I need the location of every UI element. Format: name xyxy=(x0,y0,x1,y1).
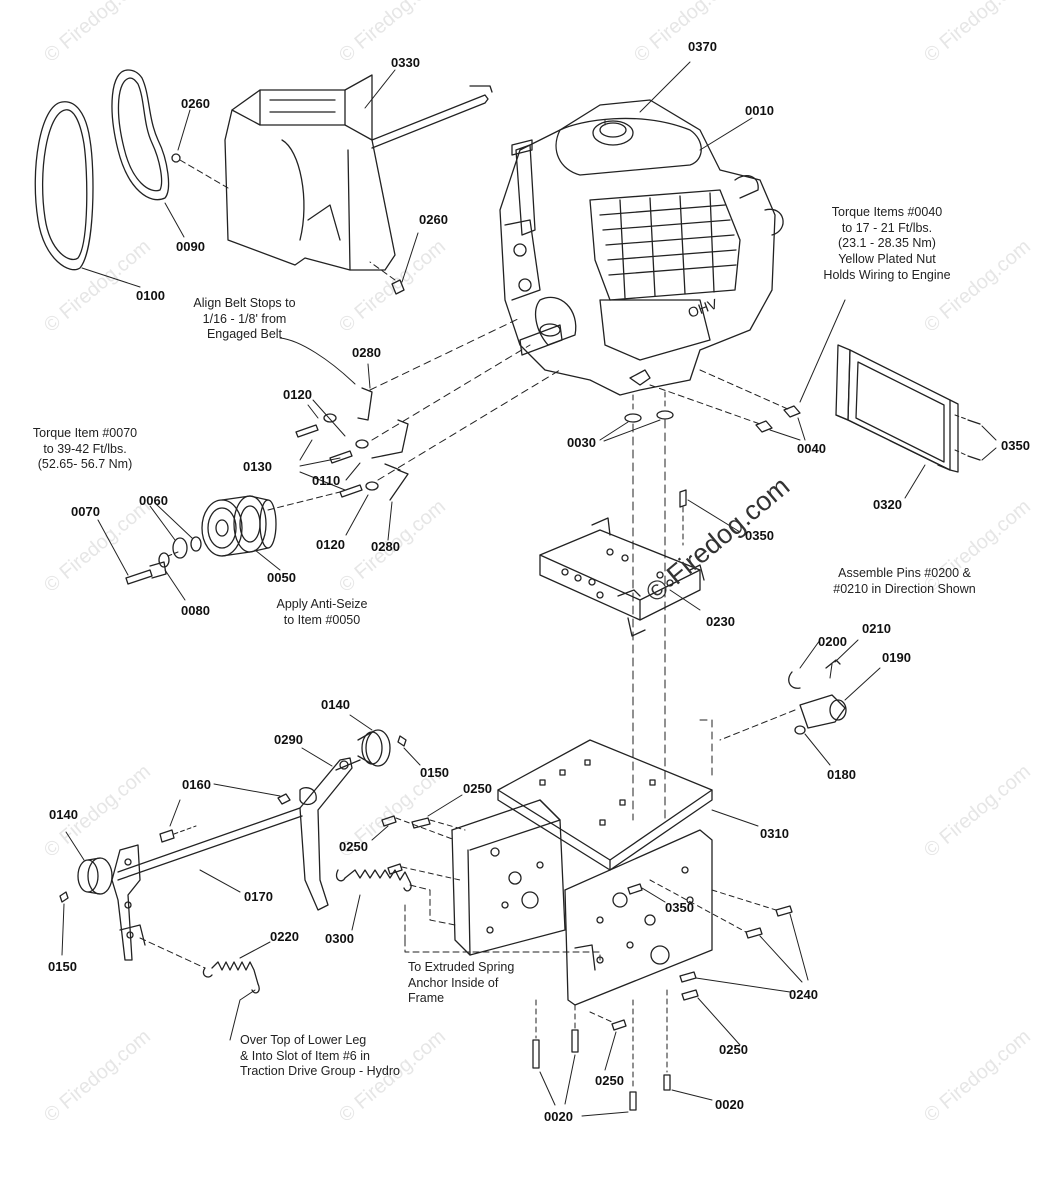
callout-0250-bottom: 0250 xyxy=(595,1073,624,1088)
belt-cover-0330 xyxy=(224,74,493,271)
callout-0260-top: 0260 xyxy=(181,96,210,111)
note-extruded-spring: To Extruded Spring Anchor Inside of Fram… xyxy=(408,960,515,1006)
callout-0020-left: 0020 xyxy=(544,1109,573,1124)
callout-0120-top: 0120 xyxy=(283,387,312,402)
callout-0010: 0010 xyxy=(745,103,774,118)
callout-0090: 0090 xyxy=(176,239,205,254)
callout-0350-right: 0350 xyxy=(1001,438,1030,453)
callout-0320: 0320 xyxy=(873,497,902,512)
callout-0070: 0070 xyxy=(71,504,100,519)
callout-0160: 0160 xyxy=(182,777,211,792)
callout-0250-right: 0250 xyxy=(719,1042,748,1057)
callout-0050: 0050 xyxy=(267,570,296,585)
callout-0170: 0170 xyxy=(244,889,273,904)
callout-0260-lower: 0260 xyxy=(419,212,448,227)
bolt-0260 xyxy=(171,109,229,189)
callout-0020-right: 0020 xyxy=(715,1097,744,1112)
callout-0250-upper: 0250 xyxy=(463,781,492,796)
callout-0210: 0210 xyxy=(862,621,891,636)
callout-0180: 0180 xyxy=(827,767,856,782)
idler-pulley-0140-left xyxy=(59,857,113,903)
callout-0060: 0060 xyxy=(139,493,168,508)
callout-0290: 0290 xyxy=(274,732,303,747)
engine-0010: OHV xyxy=(499,99,784,396)
callout-0040: 0040 xyxy=(797,441,826,456)
callout-0130: 0130 xyxy=(243,459,272,474)
callout-0350-center: 0350 xyxy=(745,528,774,543)
bracket-left xyxy=(111,844,146,961)
screws-0350-right xyxy=(954,414,997,461)
screw-0250-bottom xyxy=(589,1011,627,1071)
callout-0120-bottom: 0120 xyxy=(316,537,345,552)
callout-0200: 0200 xyxy=(818,634,847,649)
callout-0150-right: 0150 xyxy=(420,765,449,780)
screws-0250 xyxy=(371,794,466,881)
note-anti-seize: Apply Anti-Seize to Item #0050 xyxy=(276,597,368,627)
callout-0250-left: 0250 xyxy=(339,839,368,854)
bolts-0130 xyxy=(295,424,363,498)
callout-0240: 0240 xyxy=(789,987,818,1002)
svg-text:OHV: OHV xyxy=(686,295,721,321)
idler-pulley-0140-right xyxy=(357,729,407,767)
bolts-0020 xyxy=(532,989,713,1117)
callout-0350-frame: 0350 xyxy=(665,900,694,915)
note-torque-0040: Torque Items #0040 to 17 - 21 Ft/lbs. (2… xyxy=(823,205,951,282)
washers-0120 xyxy=(323,413,379,491)
bolt-0160 xyxy=(159,783,291,843)
belt-stops-0280 xyxy=(357,387,409,501)
spring-0220 xyxy=(202,961,260,994)
callout-0370: 0370 xyxy=(688,39,717,54)
screws-0240 xyxy=(649,879,809,1001)
callout-0330: 0330 xyxy=(391,55,420,70)
spring-0300 xyxy=(335,869,412,892)
pulley-0050 xyxy=(201,495,277,557)
callout-0080: 0080 xyxy=(181,603,210,618)
frame-0310 xyxy=(451,739,713,1006)
callout-0310: 0310 xyxy=(760,826,789,841)
callout-0110: 0110 xyxy=(312,473,341,488)
rod-0170 xyxy=(117,807,303,881)
note-over-top: Over Top of Lower Leg & Into Slot of Ite… xyxy=(240,1033,400,1079)
arm-0290 xyxy=(299,757,361,911)
callout-0140-right: 0140 xyxy=(321,697,350,712)
callout-0280-top: 0280 xyxy=(352,345,381,360)
shield-0320 xyxy=(835,344,959,473)
mounting-plate-0230 xyxy=(539,517,705,637)
callout-0140-left: 0140 xyxy=(49,807,78,822)
screw-0350-center xyxy=(679,489,741,546)
pin-parts xyxy=(719,639,881,766)
belt-0090 xyxy=(111,69,170,201)
nuts-0040 xyxy=(649,299,846,441)
callout-0300: 0300 xyxy=(325,931,354,946)
washers-0030 xyxy=(599,391,674,442)
bolt-0070 xyxy=(125,552,170,585)
belt-0100 xyxy=(34,101,94,271)
callout-0030: 0030 xyxy=(567,435,596,450)
note-assemble-pins: Assemble Pins #0200 & #0210 in Direction… xyxy=(833,566,976,596)
washer-0060 xyxy=(172,536,202,559)
bolt-0260-lower xyxy=(369,232,419,295)
callout-0280-bottom: 0280 xyxy=(371,539,400,554)
callout-0190: 0190 xyxy=(882,650,911,665)
callout-0230: 0230 xyxy=(706,614,735,629)
callout-0100: 0100 xyxy=(136,288,165,303)
callout-0150-left: 0150 xyxy=(48,959,77,974)
screw-0350-frame xyxy=(627,883,666,903)
note-torque-0070: Torque Item #0070 to 39-42 Ft/lbs. (52.6… xyxy=(32,426,138,472)
note-align-belt-stops: Align Belt Stops to 1/16 - 1/8' from Eng… xyxy=(193,296,296,342)
callout-0220: 0220 xyxy=(270,929,299,944)
